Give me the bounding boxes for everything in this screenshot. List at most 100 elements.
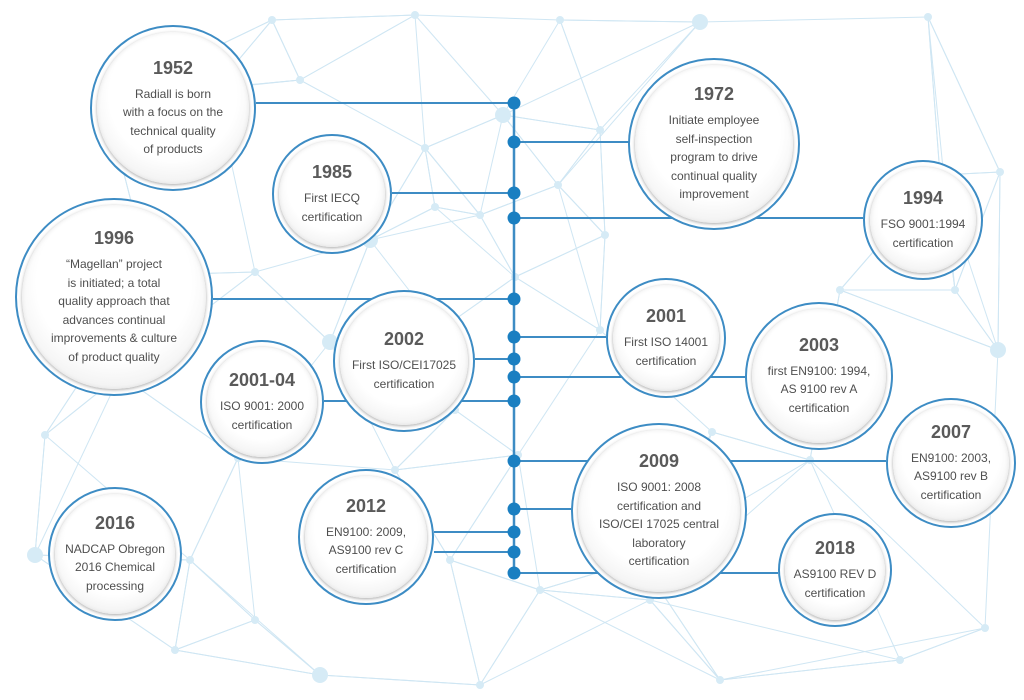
desc-line: quality approach that <box>58 294 170 308</box>
network-node <box>421 144 429 152</box>
desc-line: first EN9100: 1994, <box>767 363 871 378</box>
desc-line: AS9100 REV D <box>793 567 877 581</box>
desc-line: AS9100 rev B <box>913 469 989 484</box>
network-line <box>479 214 516 278</box>
network-line <box>557 21 701 186</box>
network-line <box>174 619 256 651</box>
desc-line: First ISO 14001 <box>623 335 709 349</box>
event-description: First IECQ certification <box>302 189 363 226</box>
desc-line: NADCAP Obregon <box>65 541 165 556</box>
network-line <box>699 16 929 23</box>
desc-line: FSO 9001:1994 <box>880 217 966 231</box>
timeline-node <box>507 292 521 306</box>
network-line <box>424 114 504 149</box>
event-circle: 2001-04 ISO 9001: 2000 certification <box>207 347 317 457</box>
network-node <box>476 211 484 219</box>
timeline-node <box>507 135 521 149</box>
network-node <box>554 181 562 189</box>
network-line <box>414 14 561 21</box>
event-1985: 1985 First IECQ certification <box>272 134 392 254</box>
event-2012: 2012 EN9100: 2009, AS9100 rev C certific… <box>298 469 434 605</box>
network-line <box>34 434 46 556</box>
event-2001-04: 2001-04 ISO 9001: 2000 certification <box>200 340 324 464</box>
network-line <box>514 234 606 278</box>
network-line <box>369 206 436 241</box>
desc-line: laboratory <box>632 535 686 550</box>
network-line <box>394 454 519 471</box>
network-line <box>954 289 999 351</box>
network-node <box>536 586 544 594</box>
desc-line: Initiate employee <box>668 113 760 128</box>
timeline-node <box>507 566 521 580</box>
desc-line: certification <box>920 487 982 502</box>
event-description: FSO 9001:1994 certification <box>881 215 966 252</box>
event-year: 1972 <box>693 84 735 105</box>
desc-line: AS9100 rev C <box>328 543 404 558</box>
network-line <box>899 627 986 661</box>
event-year: 2009 <box>638 451 680 472</box>
event-circle: 1952 Radiall is born with a focus on the… <box>97 32 249 184</box>
desc-line: EN9100: 2009, <box>325 524 407 539</box>
event-description: Initiate employee self-inspection progra… <box>669 111 760 204</box>
network-line <box>719 627 986 681</box>
network-node <box>41 431 49 439</box>
network-line <box>414 14 426 149</box>
network-line <box>711 431 811 461</box>
desc-line: 2016 Chemical <box>74 560 156 575</box>
network-line <box>369 214 481 241</box>
network-line <box>599 21 701 131</box>
network-line <box>557 184 601 331</box>
network-node <box>601 231 609 239</box>
event-year: 2018 <box>814 538 856 558</box>
network-line <box>449 454 519 561</box>
desc-line: certification <box>892 235 954 250</box>
event-year: 2012 <box>345 495 387 516</box>
network-node <box>990 342 1006 358</box>
network-node <box>708 428 716 436</box>
event-year: 2007 <box>930 421 972 442</box>
event-description: “Magellan” project is initiated; a total… <box>51 255 177 366</box>
network-line <box>34 374 121 556</box>
event-circle: 2007 EN9100: 2003, AS9100 rev B certific… <box>893 405 1009 521</box>
event-description: First ISO 14001 certification <box>624 333 708 370</box>
desc-line: ISO 9001: 2000 <box>219 399 305 413</box>
network-line <box>479 599 651 686</box>
network-node <box>171 646 179 654</box>
timeline-node <box>507 186 521 200</box>
event-1972: 1972 Initiate employee self-inspection p… <box>628 58 800 230</box>
event-year: 2016 <box>94 512 136 533</box>
event-year: 1952 <box>152 57 194 78</box>
event-year: 1996 <box>93 228 135 248</box>
event-year: 2001 <box>645 306 687 326</box>
network-line <box>189 457 239 561</box>
network-node <box>596 126 604 134</box>
network-line <box>174 649 321 676</box>
desc-line: processing <box>85 578 144 593</box>
network-node <box>996 168 1004 176</box>
event-circle: 1996 “Magellan” project is initiated; a … <box>22 205 206 389</box>
network-node <box>27 547 43 563</box>
timeline-node <box>507 394 521 408</box>
event-circle: 1994 FSO 9001:1994 certification <box>870 167 976 273</box>
network-node <box>981 624 989 632</box>
event-description: ISO 9001: 2000 certification <box>220 397 304 434</box>
network-node <box>431 203 439 211</box>
desc-line: of products <box>143 142 203 156</box>
timeline-node <box>507 502 521 516</box>
network-node <box>556 16 564 24</box>
network-node <box>692 14 708 30</box>
desc-line: Radiall is born <box>134 86 212 101</box>
event-circle: 1985 First IECQ certification <box>279 141 385 247</box>
timeline-node <box>507 352 521 366</box>
event-circle: 2012 EN9100: 2009, AS9100 rev C certific… <box>305 476 427 598</box>
desc-line: certification <box>628 554 690 569</box>
network-line <box>502 114 559 186</box>
desc-line: “Magellan” project <box>65 257 163 271</box>
timeline-node <box>507 96 521 110</box>
event-description: EN9100: 2009, AS9100 rev C certification <box>326 523 406 579</box>
desc-line: technical quality <box>130 123 216 138</box>
network-line <box>539 589 651 601</box>
network-line <box>434 206 481 216</box>
event-2001: 2001 First ISO 14001 certification <box>606 278 726 398</box>
